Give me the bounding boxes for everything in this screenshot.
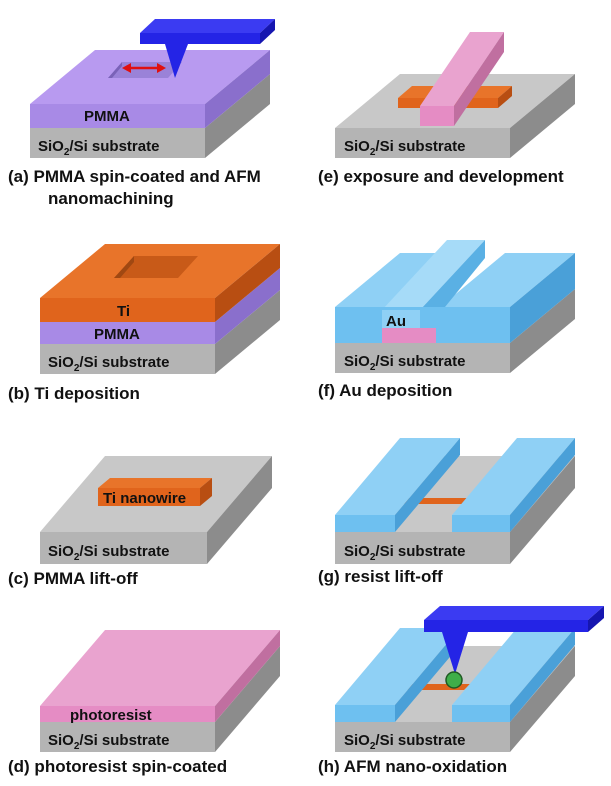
substrate-b-side (215, 290, 280, 374)
substrate-a-front (30, 128, 205, 158)
au-pad-h-left-front (335, 705, 395, 722)
panel-e: SiO2/Si substrate (e) exposure and devel… (318, 32, 575, 186)
resist-stripe-e-front (420, 106, 454, 126)
au-pad-g-right-front (452, 515, 510, 532)
au-pad-g-right-top (452, 438, 575, 515)
au-pad-g-right-side (510, 438, 575, 532)
au-pad-h-left-top (335, 628, 460, 705)
au-label-f: Au (386, 313, 406, 330)
au-pad-g-left-side (395, 438, 460, 532)
ti-b-side (215, 244, 280, 322)
substrate-h-side (510, 646, 575, 752)
substrate-c-side (207, 456, 272, 564)
au-pad-h-right-side (510, 628, 575, 722)
ti-label-b: Ti (117, 303, 130, 320)
au-pad-h-right-front (452, 705, 510, 722)
ti-b-window (114, 256, 198, 278)
ti-nanowire-label-c: Ti nanowire (103, 490, 186, 507)
substrate-label-h: SiO2/Si substrate (344, 732, 465, 752)
resist-stripe-e-top (420, 32, 504, 106)
ti-wire-e-side (498, 86, 512, 108)
au-f-front (335, 307, 510, 343)
substrate-label-a: SiO2/Si substrate (38, 138, 159, 158)
caption-a-line1: (a) PMMA spin-coated and AFM (8, 167, 261, 186)
au-pad-h-left-side (395, 628, 460, 722)
au-pad-g-left-front (335, 515, 395, 532)
substrate-label-f: SiO2/Si substrate (344, 353, 465, 373)
caption-a-line2: nanomachining (48, 189, 174, 208)
substrate-g-side (510, 456, 575, 564)
substrate-d-side (215, 646, 280, 752)
pmma-b-front (40, 322, 215, 344)
ti-wire-c-side (200, 478, 212, 506)
pmma-label-a: PMMA (84, 108, 130, 125)
substrate-c-front (40, 532, 207, 564)
panel-h: SiO2/Si substrate (h) AFM nano-oxidation (318, 606, 604, 776)
resist-stripe-e-side (454, 32, 504, 126)
panel-a: PMMA SiO2/Si substrate (a) PMMA spin-coa… (8, 19, 275, 208)
caption-h: (h) AFM nano-oxidation (318, 757, 507, 776)
substrate-g-front (335, 532, 510, 564)
au-f-side (510, 253, 575, 343)
afm-cantilever-icon (140, 19, 275, 78)
pmma-a-front (30, 104, 205, 128)
substrate-f-side (510, 289, 575, 373)
caption-c: (c) PMMA lift-off (8, 569, 138, 588)
pmma-a-side (205, 50, 270, 128)
substrate-e-front (335, 128, 510, 158)
photoresist-label-d: photoresist (70, 707, 152, 724)
caption-d: (d) photoresist spin-coated (8, 757, 227, 776)
pmma-b-side (215, 268, 280, 344)
substrate-a-side (205, 74, 270, 158)
au-pad-h-right-top (452, 628, 575, 705)
caption-e: (e) exposure and development (318, 167, 564, 186)
au-f-center-block (382, 310, 420, 328)
ti-wire-c-top (98, 478, 212, 488)
substrate-f-front (335, 343, 510, 373)
substrate-label-c: SiO2/Si substrate (48, 543, 169, 563)
caption-g: (g) resist lift-off (318, 567, 443, 586)
panel-g: SiO2/Si substrate (g) resist lift-off (318, 438, 575, 586)
au-pad-g-left-top (335, 438, 460, 515)
au-f-ridge-top (382, 240, 485, 310)
substrate-b-front (40, 344, 215, 374)
caption-b: (b) Ti deposition (8, 384, 140, 403)
ti-b-front (40, 298, 215, 322)
resist-f-front (382, 328, 436, 343)
ti-wire-c-front (98, 488, 200, 506)
substrate-h-front (335, 722, 510, 752)
double-arrow-icon (122, 63, 166, 73)
afm-cantilever-icon (424, 606, 604, 674)
caption-f: (f) Au deposition (318, 381, 452, 400)
au-f-ridge-side (420, 240, 485, 318)
panel-f: Au SiO2/Si substrate (f) Au deposition (318, 240, 575, 400)
panel-c: Ti nanowire SiO2/Si substrate (c) PMMA l… (8, 456, 272, 588)
substrate-label-e: SiO2/Si substrate (344, 138, 465, 158)
ti-b-window-edge (114, 256, 134, 278)
pmma-a-window-edge (108, 62, 122, 78)
substrate-d-front (40, 722, 215, 752)
substrate-label-b: SiO2/Si substrate (48, 354, 169, 374)
substrate-label-d: SiO2/Si substrate (48, 732, 169, 752)
panel-d: photoresist SiO2/Si substrate (d) photor… (8, 630, 280, 776)
resist-d-side (215, 630, 280, 722)
substrate-e-side (510, 74, 575, 158)
pmma-label-b: PMMA (94, 326, 140, 343)
resist-d-top (40, 630, 280, 706)
au-f-top-right (440, 253, 575, 307)
oxide-dot-icon (445, 671, 463, 689)
substrate-label-g: SiO2/Si substrate (344, 543, 465, 563)
panel-b: Ti PMMA SiO2/Si substrate (b) Ti deposit… (8, 244, 280, 403)
resist-d-front (40, 706, 215, 722)
